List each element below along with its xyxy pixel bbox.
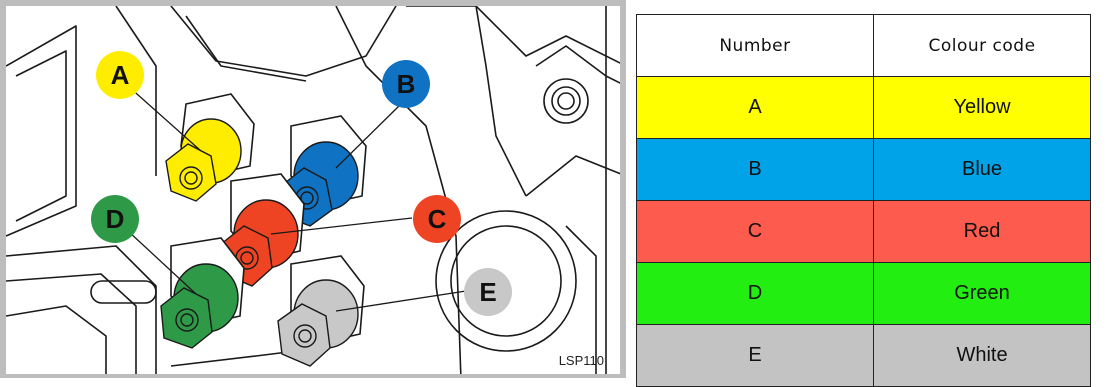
cell-colour: Green xyxy=(873,262,1091,325)
cell-number: E xyxy=(636,324,874,387)
cell-colour: White xyxy=(873,324,1091,387)
fitting-a xyxy=(165,93,255,202)
callout-letter: E xyxy=(479,277,496,307)
leader-a xyxy=(127,85,202,152)
callout-d: D xyxy=(91,195,139,243)
table-header-row: Number Colour code xyxy=(636,14,1091,77)
fitting-b xyxy=(280,115,367,227)
callout-a: A xyxy=(96,51,144,99)
header-number: Number xyxy=(636,14,874,77)
callout-letter: A xyxy=(111,60,130,90)
block-drawing: A B C D E xyxy=(6,6,620,374)
fitting-d xyxy=(160,237,245,349)
callout-letter: D xyxy=(106,204,125,234)
cell-number: C xyxy=(636,200,874,263)
callout-b: B xyxy=(382,60,430,108)
fitting-e xyxy=(277,255,365,367)
cell-number: D xyxy=(636,262,874,325)
cell-colour: Red xyxy=(873,200,1091,263)
cell-colour: Yellow xyxy=(873,76,1091,139)
figure-reference-label: LSP110 xyxy=(558,353,604,368)
cell-number: B xyxy=(636,138,874,201)
leader-d xyxy=(127,230,197,295)
header-colour-code: Colour code xyxy=(873,14,1091,77)
callout-c: C xyxy=(413,195,461,243)
leader-b xyxy=(335,103,402,169)
cell-colour: Blue xyxy=(873,138,1091,201)
leader-e xyxy=(335,290,467,312)
cell-number: A xyxy=(636,76,874,139)
callout-letter: C xyxy=(428,204,447,234)
connector-diagram: A B C D E LSP110 xyxy=(0,0,626,378)
leader-c xyxy=(270,217,413,235)
callout-e: E xyxy=(464,268,512,316)
callout-letter: B xyxy=(397,69,416,99)
